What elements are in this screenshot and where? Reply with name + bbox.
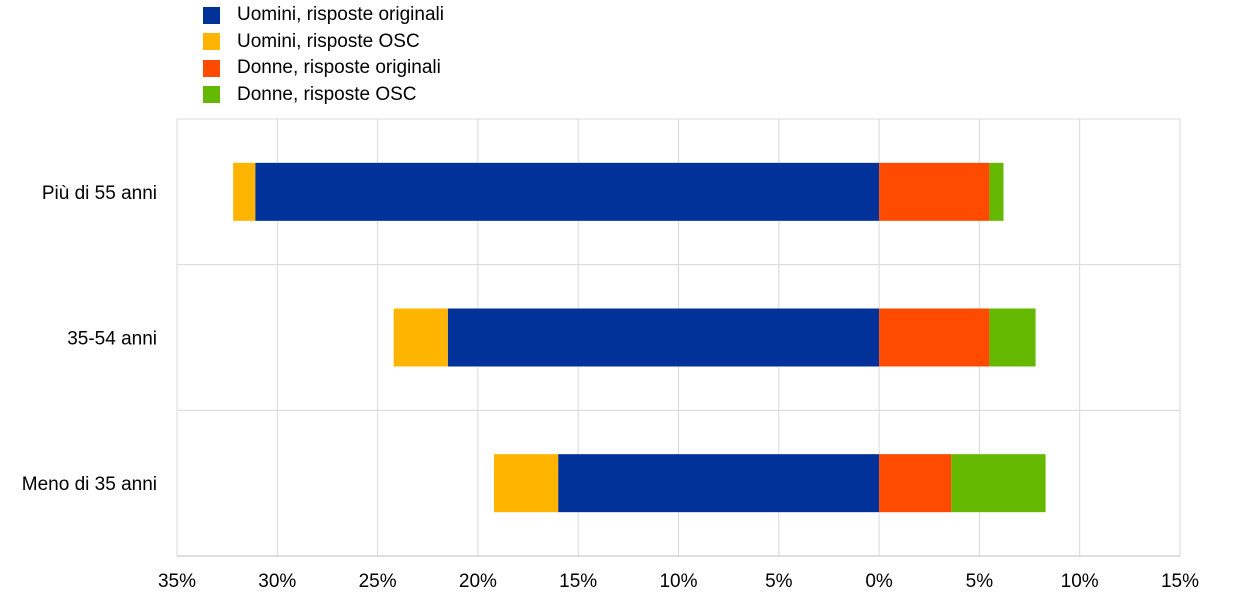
x-tick-label: 15% — [559, 571, 597, 592]
category-label: Più di 55 anni — [42, 183, 157, 204]
bar-segment — [989, 308, 1036, 367]
legend-item: Donne, risposte OSC — [203, 82, 444, 109]
bar-segment — [951, 454, 1046, 513]
legend-swatch — [203, 86, 220, 104]
legend-item: Donne, risposte originali — [203, 55, 444, 82]
bar-segment — [447, 308, 880, 367]
bar-segment — [393, 308, 448, 367]
legend-label: Uomini, risposte OSC — [237, 30, 420, 52]
x-tick-label: 35% — [158, 571, 196, 592]
x-tick-label: 10% — [1061, 571, 1099, 592]
legend-swatch — [203, 33, 220, 51]
bar-segment — [879, 308, 990, 367]
bar-segment — [989, 162, 1004, 221]
bar-segment — [558, 454, 880, 513]
x-tick-label: 15% — [1161, 571, 1199, 592]
bar-segment — [255, 162, 880, 221]
legend-label: Uomini, risposte originali — [237, 4, 444, 26]
legend-swatch — [203, 59, 220, 77]
x-tick-label: 20% — [459, 571, 497, 592]
x-tick-label: 5% — [765, 571, 793, 592]
bar-segment — [493, 454, 559, 513]
legend-label: Donne, risposte OSC — [237, 83, 417, 105]
category-label: Meno di 35 anni — [22, 474, 157, 495]
legend-label: Donne, risposte originali — [237, 57, 441, 79]
legend-item: Uomini, risposte OSC — [203, 29, 444, 56]
bar-segment — [879, 454, 952, 513]
x-tick-label: 0% — [865, 571, 893, 592]
bar-segment — [879, 162, 990, 221]
bar-segment — [233, 162, 256, 221]
category-label: 35-54 anni — [67, 329, 157, 350]
x-tick-label: 30% — [258, 571, 296, 592]
x-tick-label: 5% — [966, 571, 994, 592]
x-tick-label: 25% — [359, 571, 397, 592]
legend-item: Uomini, risposte originali — [203, 2, 444, 29]
x-tick-label: 10% — [659, 571, 697, 592]
legend-swatch — [203, 6, 220, 24]
